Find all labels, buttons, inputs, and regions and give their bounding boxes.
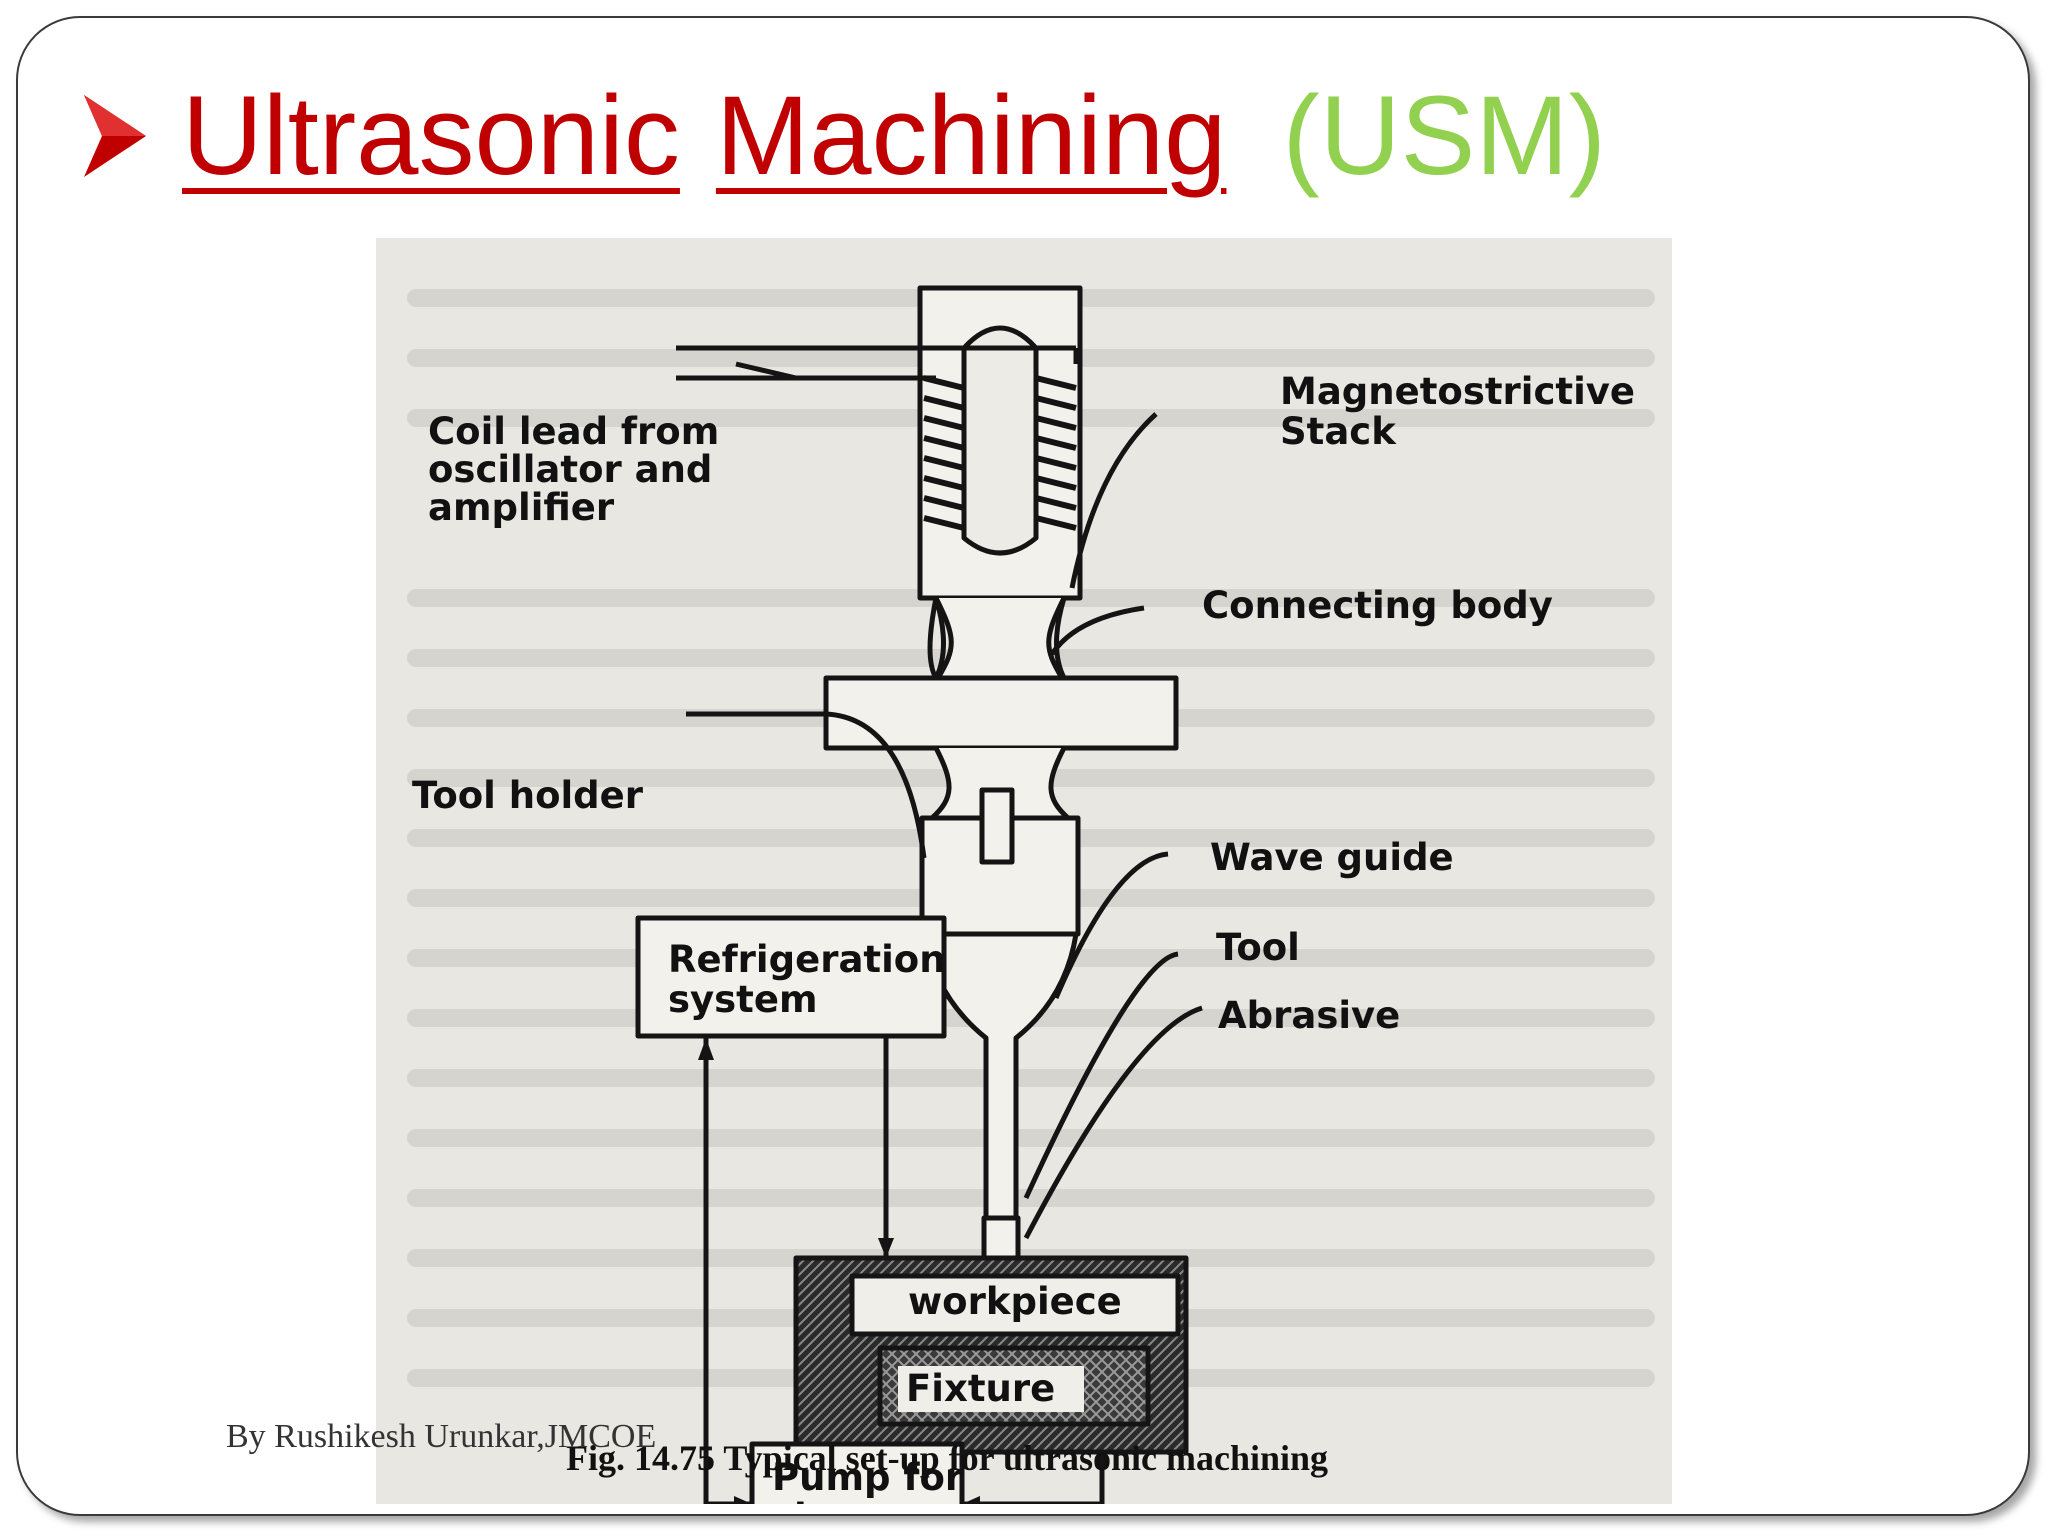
svg-text:oscillator and: oscillator and	[428, 448, 712, 491]
title-abbreviation: (USM)	[1282, 73, 1606, 198]
slurry-return-pipe	[962, 1452, 1105, 1504]
tool-holder-label: Tool holder	[412, 774, 644, 817]
title-word-ultrasonic: Ultrasonic	[182, 73, 680, 198]
slide-title: Ultrasonic Machining (USM)	[80, 66, 1606, 206]
coil-lead-label: Coil lead from oscillator and amplifier	[428, 410, 719, 529]
title-word-machining: Machining	[715, 73, 1227, 198]
fixture-label: Fixture	[906, 1367, 1055, 1410]
flow-arrows	[698, 1038, 980, 1504]
stack-label: Magnetostrictive Stack	[1280, 370, 1635, 453]
abrasive-label: Abrasive	[1218, 994, 1400, 1037]
pump-box	[749, 1441, 965, 1504]
wave-guide-label: Wave guide	[1210, 836, 1454, 879]
arrow-bullet-icon	[84, 95, 146, 177]
svg-text:amplifier: amplifier	[428, 486, 615, 529]
stack-coils	[923, 375, 1077, 531]
refrigeration-system-box	[635, 915, 947, 1039]
author-credit: By Rushikesh Urunkar,JMCOE	[226, 1418, 657, 1455]
usm-setup-figure: Coil lead from oscillator and amplifier …	[376, 238, 1672, 1504]
flange	[823, 675, 1179, 751]
pump-label: Pump for slurry	[772, 1456, 964, 1504]
svg-text:Stack: Stack	[1280, 410, 1397, 453]
tool-tip	[981, 1215, 1021, 1263]
slurry-supply-pipe	[703, 1036, 752, 1504]
tool-holder-key	[979, 787, 1015, 865]
svg-text:Refrigeration: Refrigeration	[668, 938, 946, 981]
tool-label: Tool	[1216, 926, 1300, 969]
workpiece-label: workpiece	[908, 1280, 1122, 1323]
svg-text:slurry: slurry	[772, 1496, 894, 1504]
stack-core	[961, 325, 1039, 556]
svg-text:system: system	[668, 978, 818, 1021]
figure-caption: Fig. 14.75 Typical set-up for ultrasonic…	[566, 1438, 1328, 1478]
refrigeration-label: Refrigeration system	[668, 938, 946, 1021]
svg-text:Pump for: Pump for	[772, 1456, 964, 1499]
svg-text:Coil lead from: Coil lead from	[428, 410, 719, 453]
svg-text:Magnetostrictive: Magnetostrictive	[1280, 370, 1635, 413]
fixture-label-bg	[898, 1366, 1084, 1412]
connecting-body-label: Connecting body	[1202, 584, 1553, 627]
usm-diagram: Coil lead from oscillator and amplifier …	[407, 285, 1655, 1504]
workpiece-block	[849, 1273, 1181, 1337]
